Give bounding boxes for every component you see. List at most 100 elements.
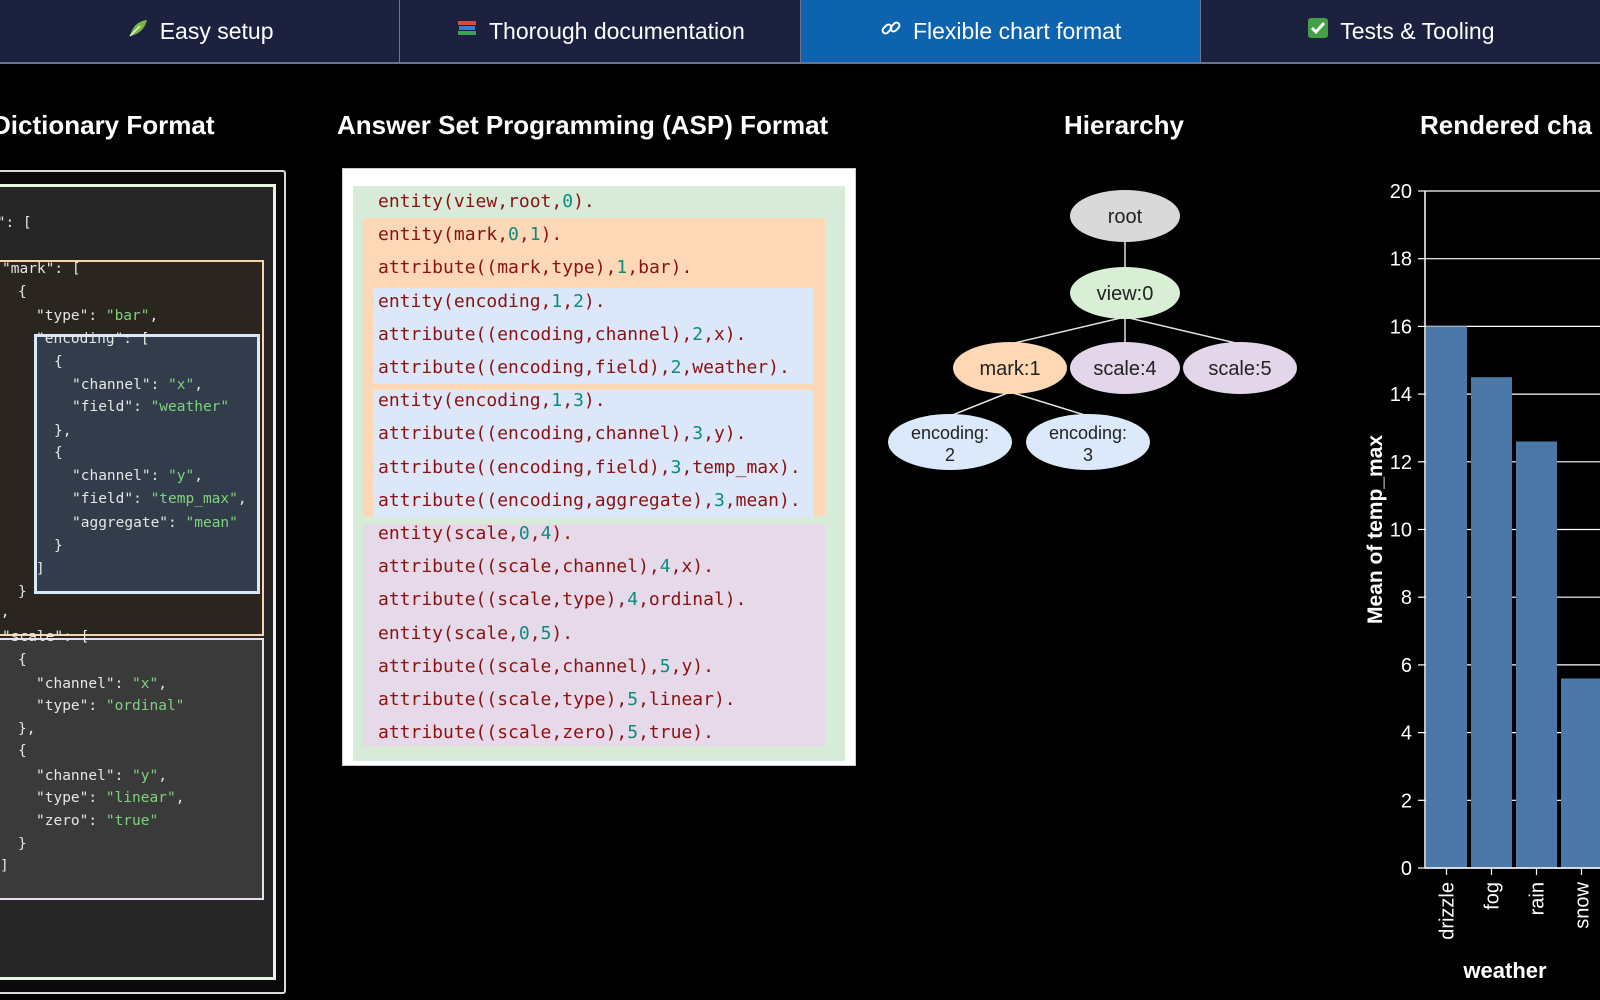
check-mark-icon	[1306, 17, 1330, 45]
asp-code-line: entity(encoding,1,3).	[378, 390, 606, 412]
asp-code-line: attribute((scale,type),4,ordinal).	[378, 589, 747, 611]
dictionary-code-line: {	[18, 652, 27, 668]
hierarchy-node-label: 3	[1083, 445, 1093, 465]
y-axis-title: Mean of temp_max	[1364, 435, 1387, 624]
asp-code-line: attribute((encoding,aggregate),3,mean).	[378, 489, 801, 511]
hierarchy-node-enc2: encoding:2	[888, 414, 1012, 470]
hierarchy-node-view: view:0	[1070, 267, 1180, 319]
tab-bar: Easy setup Thorough documentation Flexib…	[0, 0, 1600, 64]
x-tick-label: snow	[1572, 881, 1594, 928]
hierarchy-node-label: encoding:	[911, 423, 989, 443]
dictionary-code-line: "mark": [	[2, 261, 81, 277]
asp-encoding-3-highlight	[373, 390, 813, 518]
dictionary-code-line: "encoding": [	[36, 331, 150, 347]
bar-snow	[1561, 678, 1600, 868]
hierarchy-node-label: scale:4	[1093, 358, 1156, 380]
hierarchy-node-label: 2	[945, 445, 955, 465]
dictionary-code-line: }	[18, 836, 27, 852]
dictionary-code-line: "channel": "x",	[72, 377, 203, 393]
y-tick-label: 2	[1401, 790, 1412, 812]
asp-code-line: attribute((encoding,channel),2,x).	[378, 323, 747, 345]
dictionary-code-line: ]	[0, 858, 9, 874]
hierarchy-node-label: view:0	[1097, 283, 1154, 305]
dictionary-code-line: "channel": "y",	[72, 468, 203, 484]
tab-easy-setup[interactable]: Easy setup	[0, 0, 401, 64]
y-tick-label: 20	[1390, 181, 1412, 203]
dictionary-code-line: "type": "linear",	[36, 790, 185, 806]
hierarchy-node-label: encoding:	[1049, 423, 1127, 443]
leaf-icon	[126, 17, 150, 45]
dictionary-code-line: {	[18, 284, 27, 300]
asp-code-line: attribute((encoding,field),3,temp_max).	[378, 456, 801, 478]
asp-scale-highlight	[363, 524, 825, 746]
tab-flexible-chart-format[interactable]: Flexible chart format	[800, 0, 1201, 64]
bar-fog	[1471, 377, 1512, 868]
tab-label: Flexible chart format	[912, 17, 1122, 44]
dictionary-code-line: "field": "temp_max",	[72, 491, 247, 507]
hierarchy-node-mark: mark:1	[953, 342, 1067, 394]
y-tick-label: 16	[1390, 316, 1412, 338]
bar-rain	[1516, 441, 1557, 868]
dictionary-code-line: {	[54, 445, 63, 461]
asp-code-line: attribute((encoding,field),2,weather).	[378, 357, 790, 378]
y-tick-label: 6	[1401, 655, 1412, 677]
tab-thorough-documentation[interactable]: Thorough documentation	[400, 0, 801, 64]
hierarchy-edge	[1009, 316, 1126, 345]
asp-code-line: attribute((mark,type),1,bar).	[378, 257, 693, 279]
hierarchy-node-label: mark:1	[979, 358, 1040, 380]
dictionary-code-line: "field": "weather"	[72, 399, 230, 415]
asp-code-line: attribute((scale,channel),5,y).	[378, 655, 714, 677]
hierarchy-node-scale5: scale:5	[1183, 342, 1297, 394]
hierarchy-edge	[949, 391, 1011, 417]
asp-code-line: attribute((encoding,channel),3,y).	[378, 423, 747, 445]
asp-format-title: Answer Set Programming (ASP) Format	[337, 110, 829, 140]
asp-code-line: entity(scale,0,5).	[378, 622, 574, 644]
hierarchy-edge	[1009, 391, 1089, 417]
dictionary-format-title: Dictionary Format	[0, 110, 215, 140]
scale-block	[0, 638, 264, 900]
hierarchy-node-enc3: encoding:3	[1026, 414, 1150, 470]
y-tick-label: 14	[1390, 384, 1412, 406]
bar-drizzle	[1426, 326, 1467, 868]
dictionary-code-line: },	[54, 423, 72, 439]
x-tick-label: rain	[1527, 882, 1549, 915]
tab-label: Easy setup	[159, 17, 274, 44]
dictionary-code-line: "type": "bar",	[36, 308, 159, 324]
tab-label: Tests & Tooling	[1340, 17, 1495, 44]
dictionary-code-line: "aggregate": "mean"	[72, 515, 238, 531]
tab-tests-tooling[interactable]: Tests & Tooling	[1200, 0, 1600, 64]
y-tick-label: 0	[1401, 858, 1412, 880]
dictionary-code-line: {	[54, 354, 63, 370]
y-tick-label: 8	[1401, 587, 1412, 609]
x-tick-label: drizzle	[1437, 882, 1459, 940]
encoding-block	[34, 334, 260, 594]
y-tick-label: 12	[1390, 452, 1412, 474]
asp-encoding-2-highlight	[373, 288, 813, 384]
dictionary-code-line: "zero": "true"	[36, 813, 159, 829]
dictionary-code-line: }	[54, 538, 63, 554]
dictionary-code-line: }	[18, 584, 27, 600]
asp-code-line: entity(encoding,1,2).	[378, 290, 606, 312]
books-icon	[455, 17, 479, 45]
dictionary-code-line: "channel": "x",	[36, 676, 167, 692]
y-tick-label: 10	[1390, 520, 1412, 542]
hierarchy-edge	[1124, 316, 1241, 345]
dictionary-code-line: "channel": "y",	[36, 768, 167, 784]
x-tick-label: fog	[1482, 882, 1504, 910]
asp-code-line: attribute((scale,zero),5,true).	[378, 722, 714, 744]
dictionary-code-line: {	[18, 743, 27, 759]
dictionary-code-line: ],	[0, 604, 10, 620]
hierarchy-node-root: root	[1070, 190, 1180, 242]
hierarchy-node-scale4: scale:4	[1070, 342, 1180, 394]
link-icon	[879, 17, 903, 45]
rendered-chart-title: Rendered cha	[1420, 110, 1592, 140]
dictionary-code-line: "type": "ordinal"	[36, 698, 185, 714]
dictionary-code-line: "scale": [	[2, 629, 90, 645]
asp-code-line: attribute((scale,type),5,linear).	[378, 689, 736, 710]
asp-code-line: entity(scale,0,4).	[378, 523, 574, 544]
asp-code-line: attribute((scale,channel),4,x).	[378, 556, 714, 578]
tab-label: Thorough documentation	[489, 17, 745, 44]
x-axis-title: weather	[1462, 958, 1547, 983]
